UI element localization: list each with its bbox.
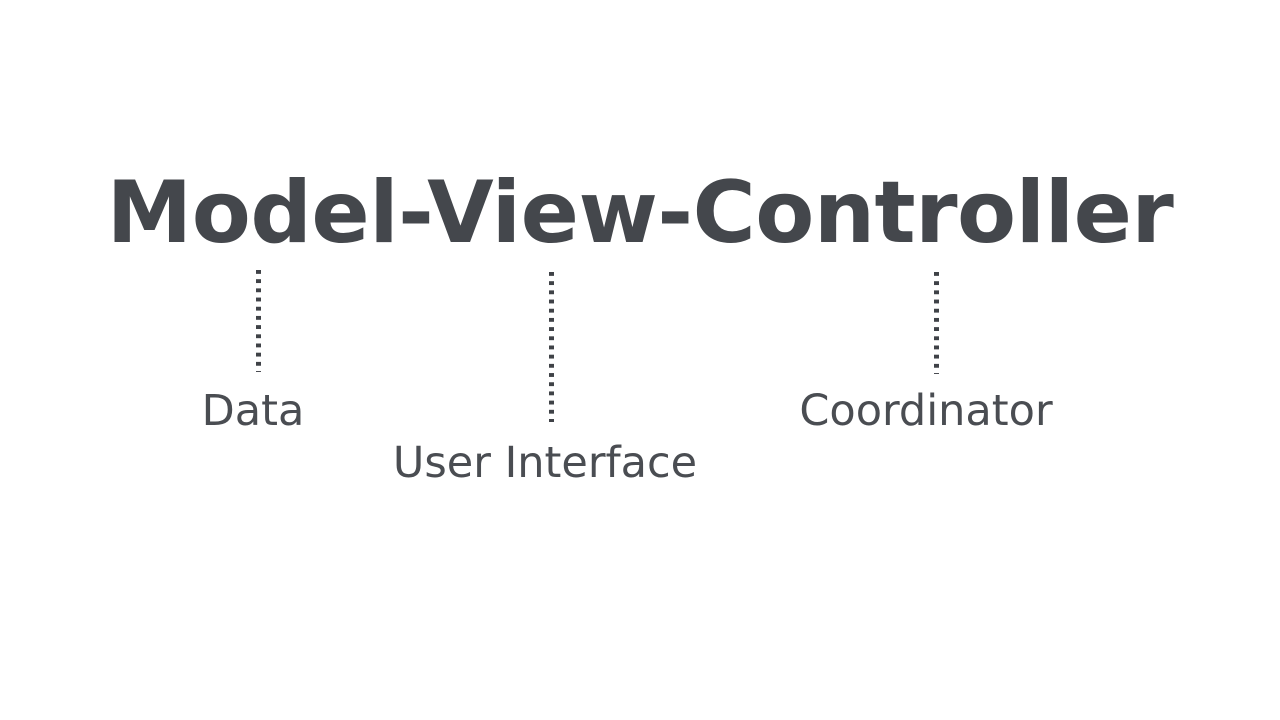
dotted-connector-controller [934, 272, 939, 374]
branch-label-model: Data [201, 386, 305, 436]
branch-label-controller: Coordinator [799, 386, 1053, 436]
dotted-connector-view [549, 272, 554, 422]
branch-label-view: User Interface [392, 438, 698, 488]
dotted-connector-model [256, 270, 261, 372]
page-title: Model-View-Controller [106, 163, 1174, 263]
